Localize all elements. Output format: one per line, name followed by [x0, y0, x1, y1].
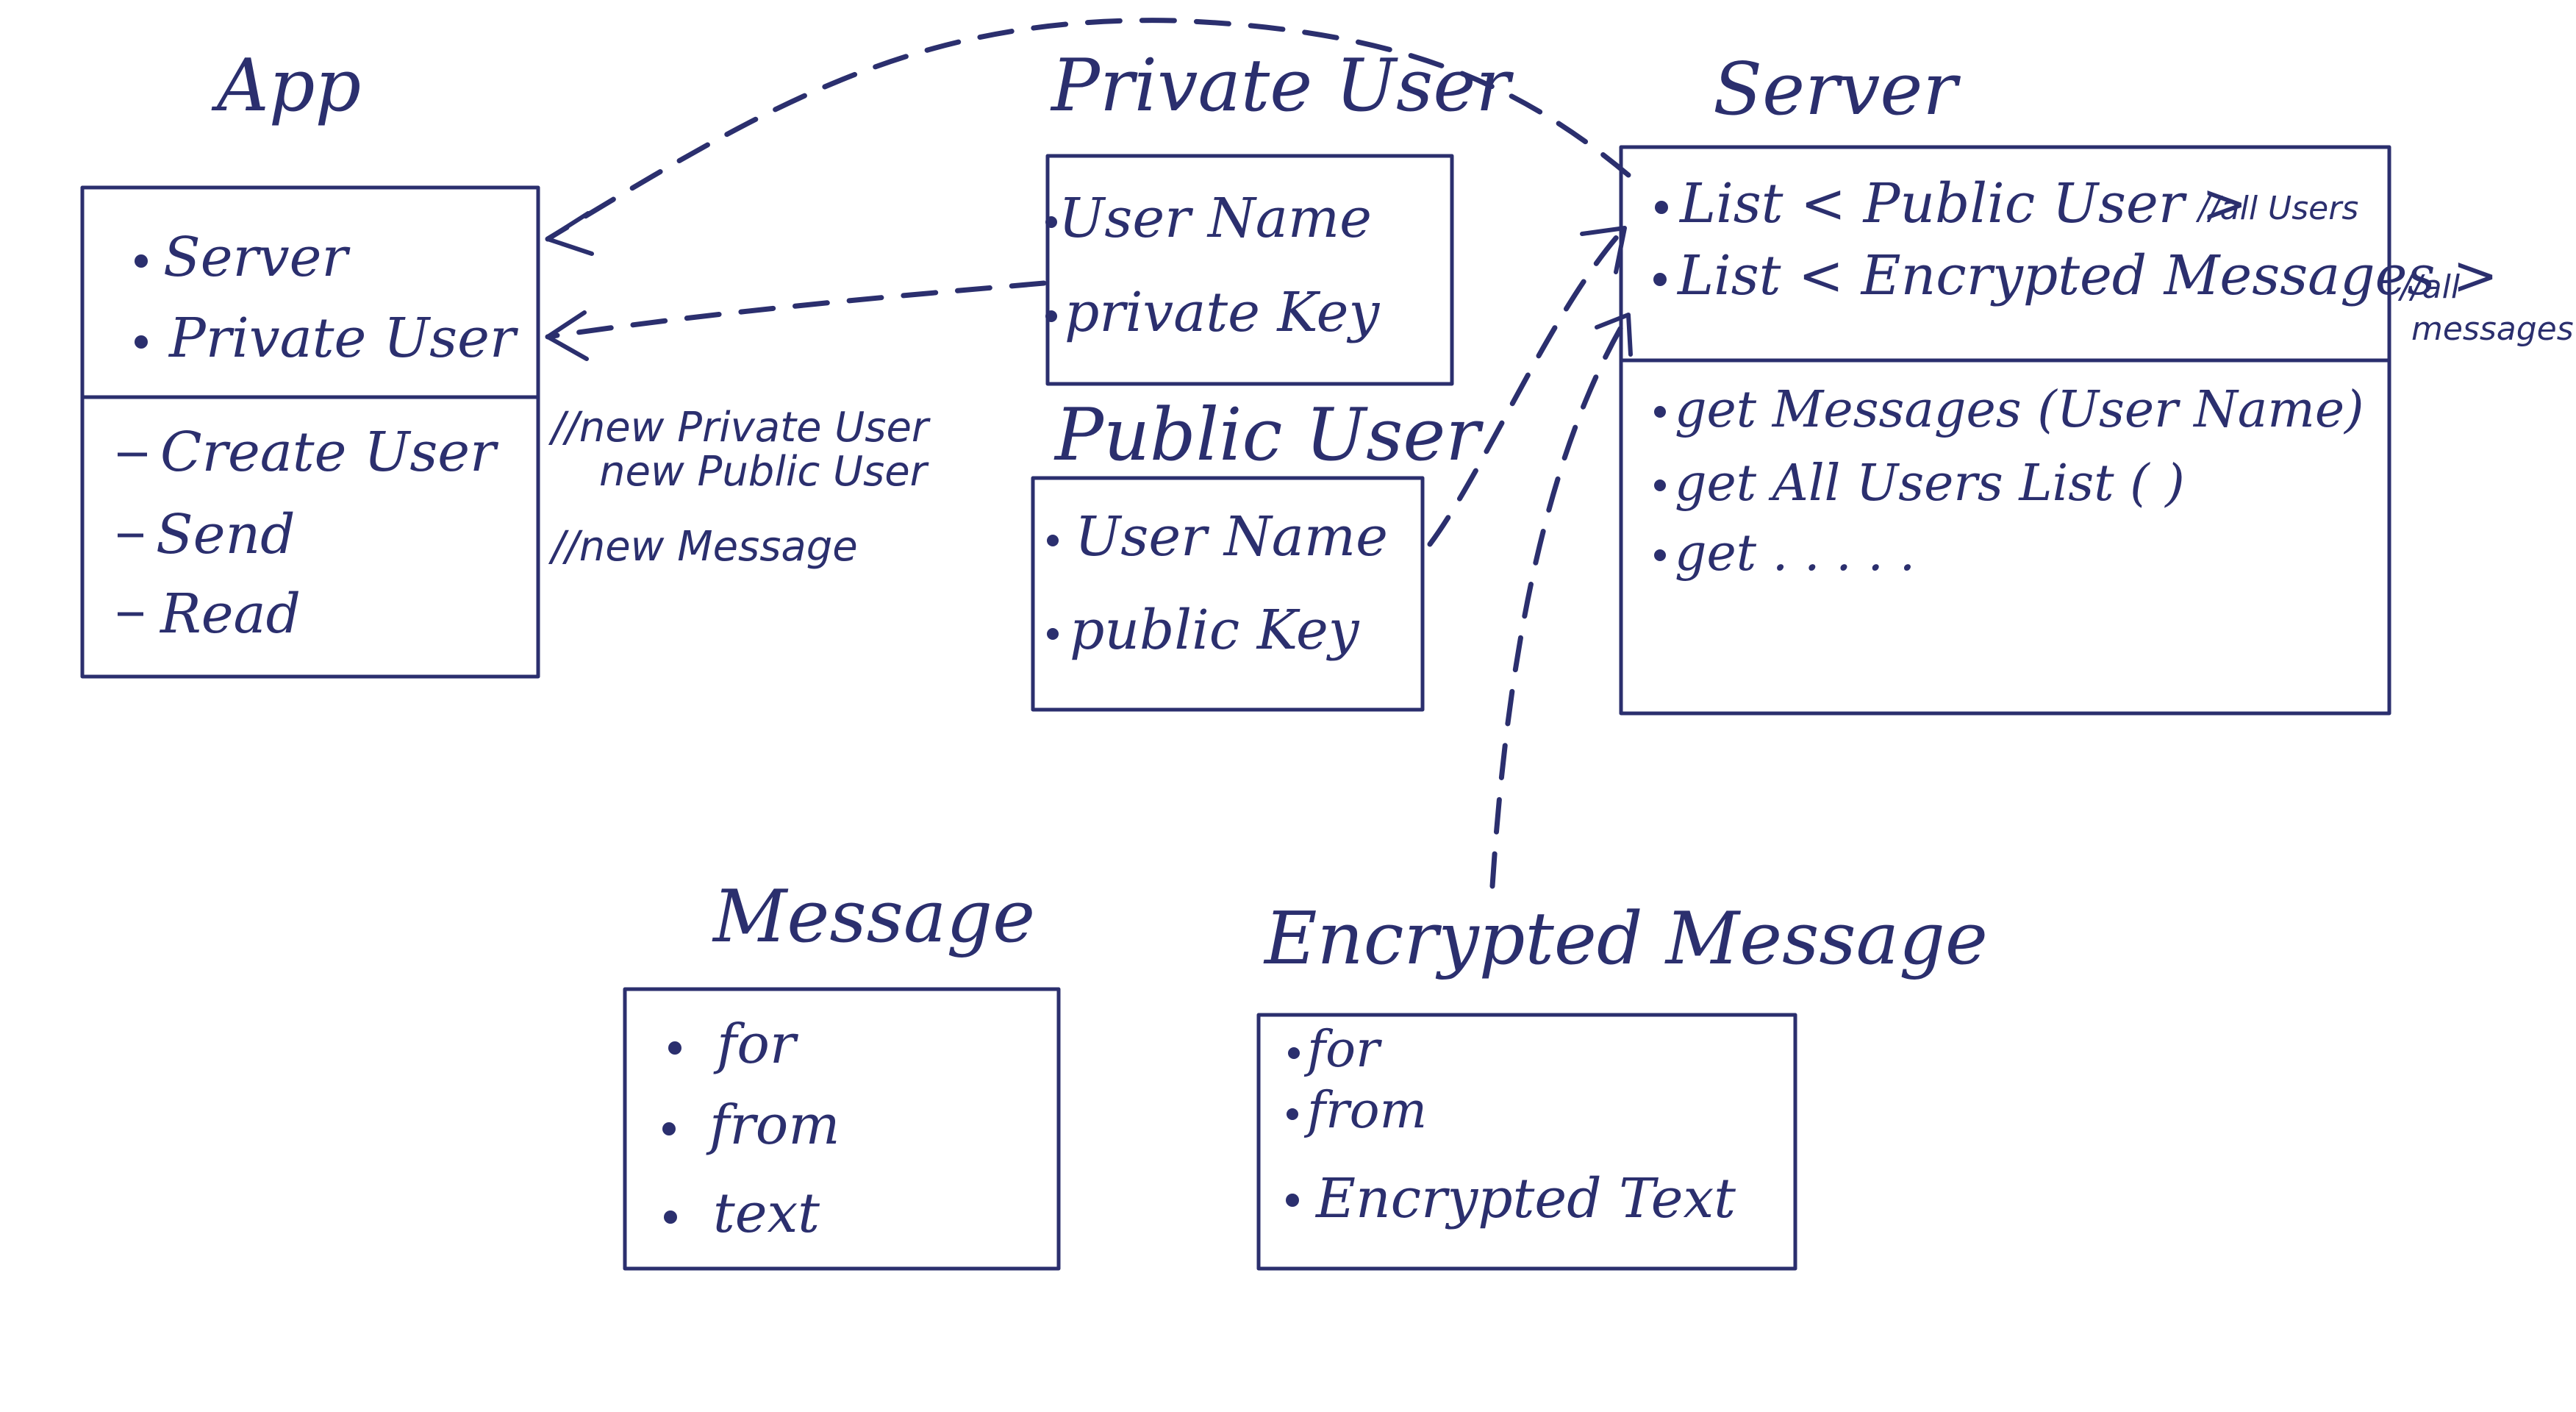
encrypted-message-to-server-connector [1489, 312, 1631, 889]
private-user-class: Private User User Name private Key [1045, 44, 1514, 386]
private-user-bullet [1045, 310, 1057, 322]
app-note-new-public-user: new Public User [599, 448, 929, 496]
app-note-new-message: //new Message [548, 523, 858, 571]
message-attr-from: from [706, 1094, 840, 1157]
encrypted-message-box [1256, 1013, 1797, 1271]
app-attr-private-user: Private User [168, 307, 519, 370]
server-bullet [1653, 273, 1667, 286]
server-title: Server [1713, 48, 1961, 132]
public-user-attr-user-name: User Name [1075, 505, 1388, 568]
server-to-app-connector [545, 18, 1631, 242]
public-user-title: Public User [1053, 393, 1484, 477]
server-class: Server List < Public User > //all Users … [1619, 48, 2574, 716]
server-attr-public-users: List < Public User > [1678, 172, 2247, 235]
public-user-class: Public User User Name public Key [1031, 393, 1484, 712]
message-bullet [668, 1041, 681, 1055]
private-user-box [1045, 154, 1454, 386]
encrypted-message-attr-for: for [1303, 1021, 1382, 1079]
app-class: App Server Private User Create User Send… [80, 44, 540, 679]
encrypted-message-attr-from: from [1303, 1082, 1427, 1140]
server-note-all: //all [2397, 268, 2461, 306]
server-method-get-messages: get Messages (User Name) [1675, 381, 2364, 439]
message-bullet [664, 1210, 677, 1224]
app-method-send: Send [156, 503, 296, 566]
server-method-get: get . . . . . [1675, 524, 1915, 582]
public-user-box [1031, 476, 1425, 712]
app-bullet [135, 254, 148, 268]
encrypted-message-attr-encrypted-text: Encrypted Text [1314, 1167, 1736, 1230]
server-method-get-all-users: get All Users List ( ) [1675, 454, 2185, 513]
server-attr-encrypted-messages: List < Encrypted Messages > [1676, 244, 2498, 307]
app-server-arrowhead [545, 211, 594, 256]
encrypted-message-bullet [1286, 1194, 1299, 1207]
encrypted-message-bullet [1287, 1108, 1298, 1120]
server-public-user-arrowhead [1580, 226, 1627, 274]
server-note-messages: messages [2411, 310, 2574, 348]
message-class: Message for from text [623, 875, 1061, 1271]
server-bullet [1654, 479, 1666, 491]
app-method-read: Read [159, 582, 301, 646]
message-title: Message [712, 875, 1035, 959]
server-note-all-users: //all Users [2195, 190, 2358, 227]
public-user-to-server-connector [1427, 225, 1628, 547]
app-method-create-user: Create User [160, 421, 499, 484]
encrypted-message-bullet [1288, 1047, 1300, 1059]
app-bullet [135, 335, 148, 349]
private-user-attr-private-key: private Key [1065, 281, 1380, 344]
message-box [623, 987, 1061, 1271]
server-bullet [1655, 201, 1668, 214]
encrypted-message-title: Encrypted Message [1263, 897, 1988, 981]
server-bullet [1654, 549, 1666, 561]
server-encrypted-message-arrowhead [1595, 313, 1633, 357]
app-notes: //new Private User new Public User //new… [548, 404, 931, 571]
app-note-new-private-user: //new Private User [548, 404, 931, 452]
app-title: App [211, 44, 361, 128]
public-user-bullet [1047, 535, 1059, 546]
server-bullet [1654, 406, 1666, 418]
server-box [1619, 145, 2391, 716]
associations [545, 18, 1633, 889]
private-user-attr-user-name: User Name [1059, 187, 1372, 250]
app-attr-server: Server [163, 226, 351, 289]
public-user-attr-public-key: public Key [1070, 599, 1360, 662]
app-private-user-arrowhead [545, 310, 589, 361]
message-bullet [662, 1122, 676, 1135]
encrypted-message-class: Encrypted Message for from Encrypted Tex… [1256, 897, 1988, 1271]
private-user-bullet [1045, 216, 1057, 228]
private-user-title: Private User [1050, 44, 1514, 128]
message-attr-text: text [713, 1182, 820, 1245]
public-user-bullet [1047, 628, 1059, 640]
app-box [80, 185, 540, 679]
message-attr-for: for [713, 1013, 799, 1076]
private-user-to-app-connector [545, 280, 1047, 340]
